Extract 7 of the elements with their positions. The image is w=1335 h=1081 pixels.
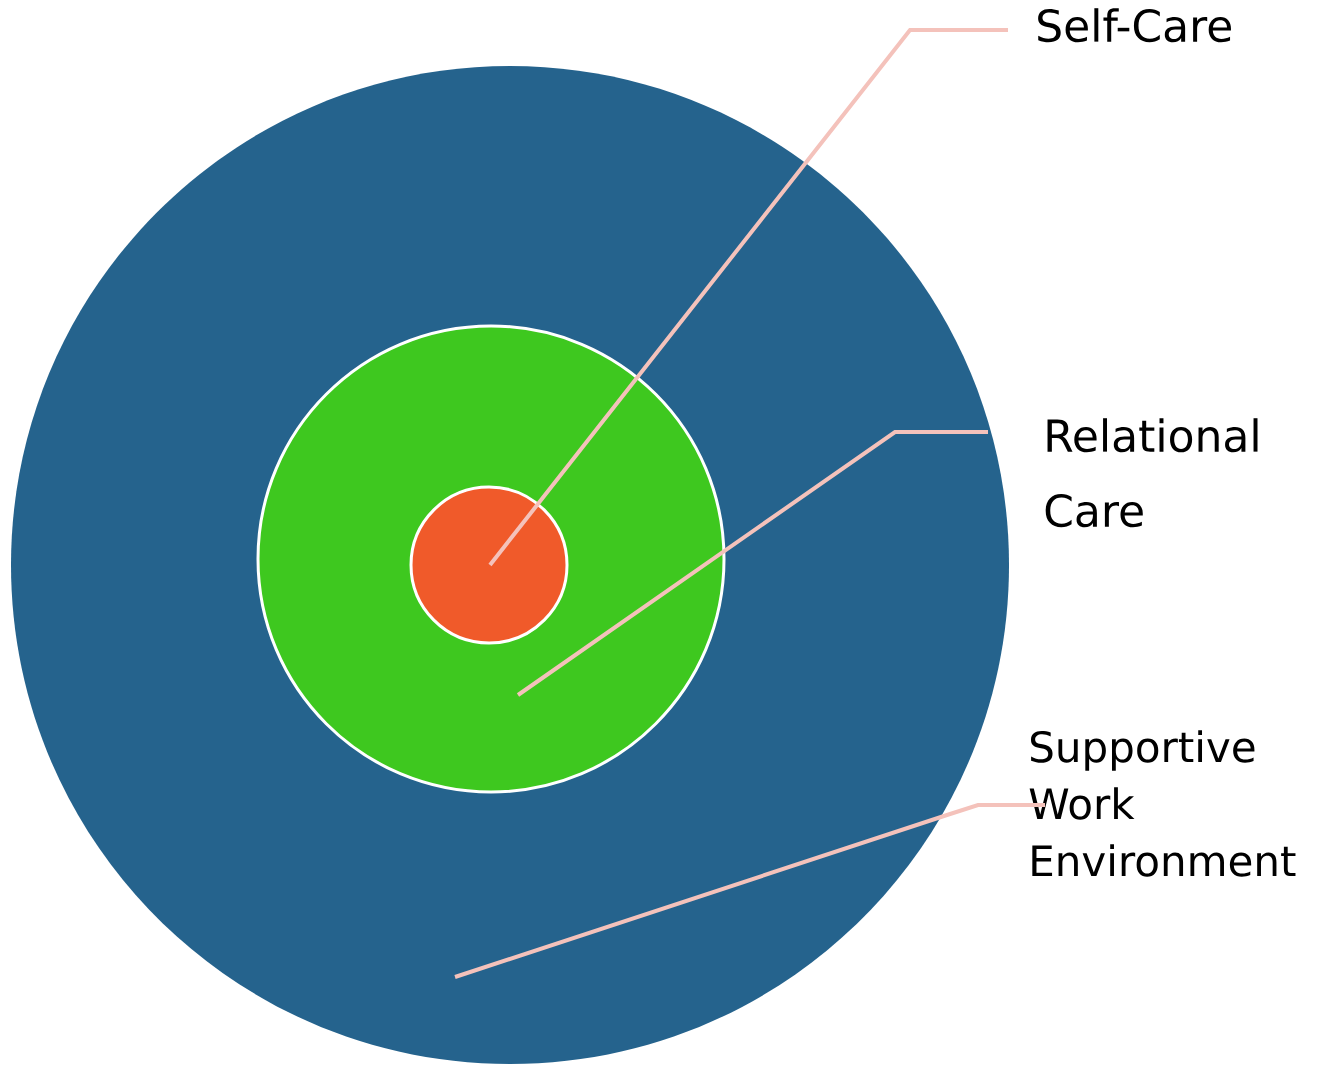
ring-label: Relational Care (1045, 418, 1258, 528)
leader-line (454, 803, 1045, 979)
leader-line (488, 28, 1008, 567)
leader-line (516, 430, 988, 697)
ring-circle (409, 485, 569, 645)
ring-label: Self-Care (1038, 8, 1231, 43)
ring-label: Supportive Work Environment (1029, 730, 1296, 877)
